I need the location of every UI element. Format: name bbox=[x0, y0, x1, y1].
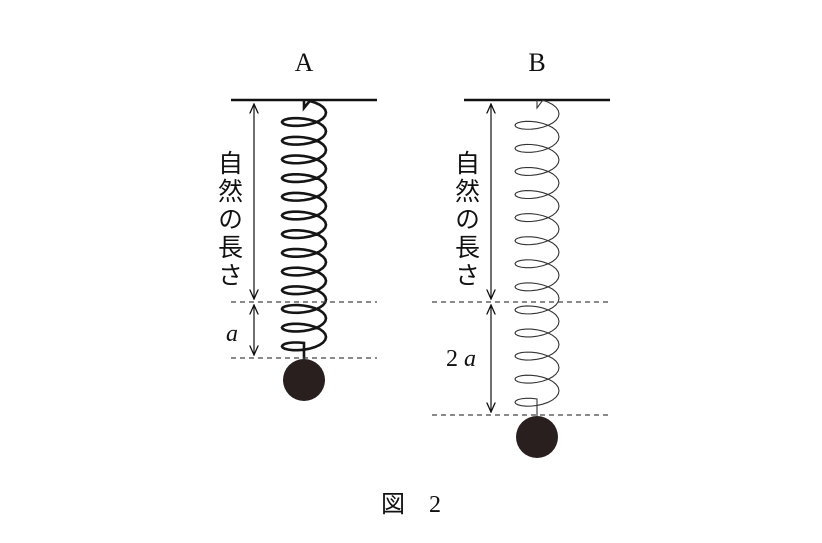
panel-a-spring bbox=[280, 99, 328, 359]
panel-b-extension-coefficient: 2 bbox=[446, 346, 458, 372]
panel-a-label: A bbox=[295, 48, 314, 77]
figure-caption: 図 2 bbox=[381, 492, 441, 518]
panel-a: A 自然の長さ a bbox=[215, 48, 377, 401]
panel-b-weight bbox=[516, 416, 558, 458]
panel-b-spring bbox=[514, 99, 560, 416]
panel-b-natural-length-label: 自然の長さ bbox=[452, 150, 481, 290]
panel-b-label: B bbox=[528, 48, 545, 77]
panel-a-weight bbox=[283, 359, 325, 401]
panel-a-natural-length-label: 自然の長さ bbox=[215, 150, 244, 290]
panel-a-extension-label: a bbox=[226, 321, 238, 347]
panel-a-extension-symbol: a bbox=[226, 321, 238, 347]
panel-b-extension-symbol: a bbox=[464, 346, 476, 372]
